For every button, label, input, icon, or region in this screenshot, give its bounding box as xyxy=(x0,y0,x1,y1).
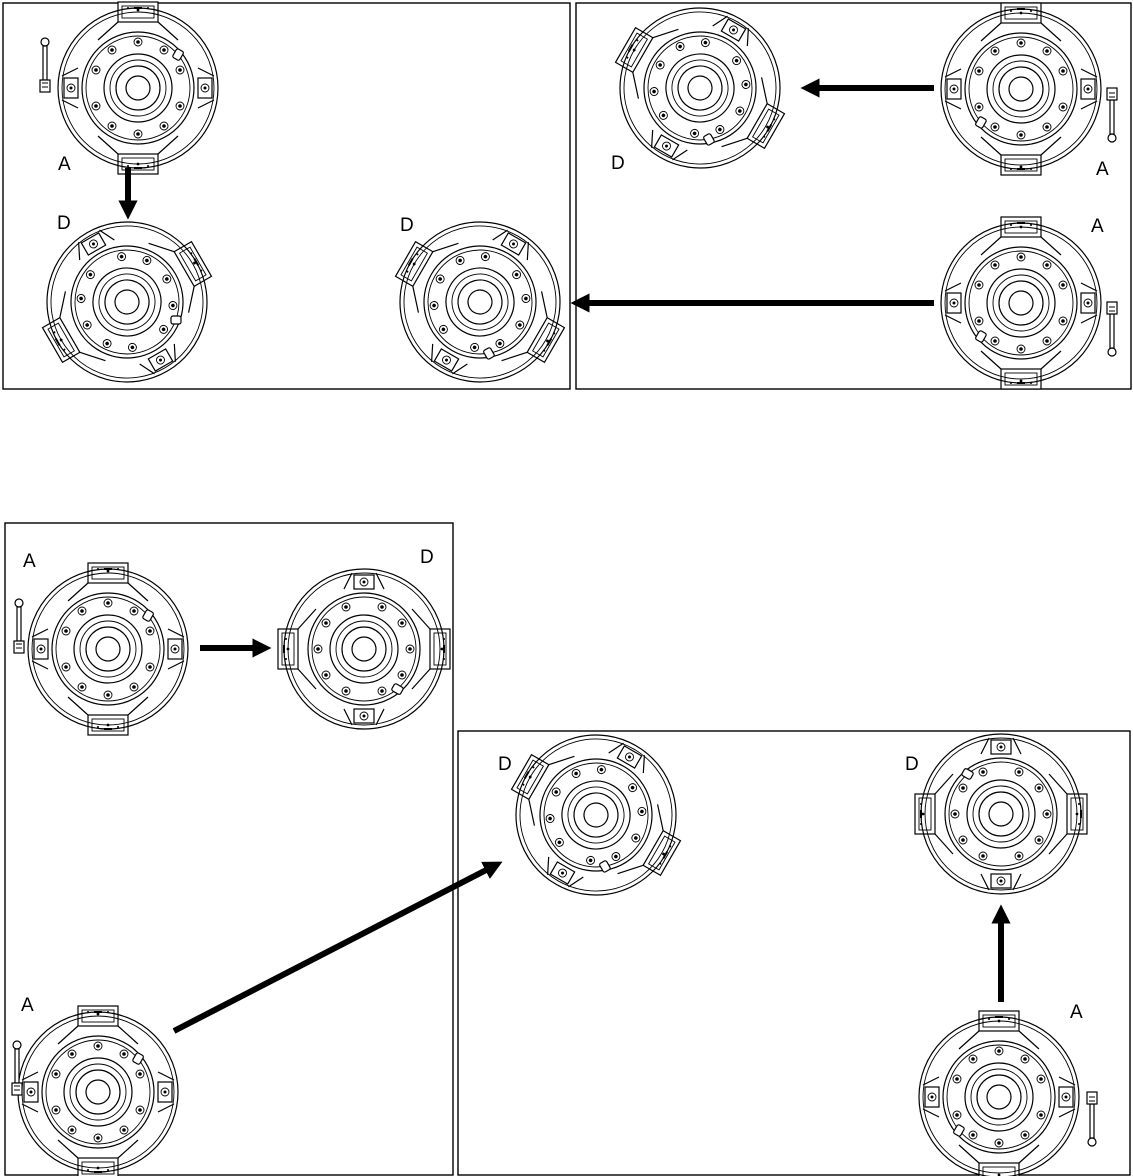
label-final-g2b: D xyxy=(400,215,414,236)
flange-initial-g3b xyxy=(11,1005,179,1176)
flange-initial-g2a xyxy=(940,2,1118,176)
flange-final-g4 xyxy=(914,733,1088,895)
flange-initial-g2b xyxy=(940,216,1118,390)
panel-bottom-right xyxy=(457,730,1131,1176)
label-initial-g3b: A xyxy=(21,995,34,1016)
label-final-g3a: D xyxy=(420,547,434,568)
panel-bottom-left xyxy=(4,522,454,1176)
label-final-g3b: D xyxy=(498,754,512,775)
flange-final-g3b xyxy=(480,701,712,929)
label-initial-g2b: A xyxy=(1091,216,1104,237)
flange-final-g3a xyxy=(277,568,451,730)
panel-top-left xyxy=(2,2,571,390)
panel-top-right xyxy=(575,2,1132,390)
label-final-g4: D xyxy=(905,754,919,775)
label-final-g2a: D xyxy=(611,153,625,174)
arrow-g3b xyxy=(172,861,503,1034)
label-initial-g3a: A xyxy=(23,551,36,572)
flange-final-g1 xyxy=(11,188,243,416)
label-initial-g1: A xyxy=(58,154,71,175)
flange-initial-g1 xyxy=(39,1,219,175)
label-final-g1: D xyxy=(57,213,71,234)
label-initial-g2a: A xyxy=(1096,159,1109,180)
flange-initial-g3a xyxy=(13,562,189,736)
label-initial-g4: A xyxy=(1070,1002,1083,1023)
flange-initial-g4 xyxy=(918,1010,1098,1176)
